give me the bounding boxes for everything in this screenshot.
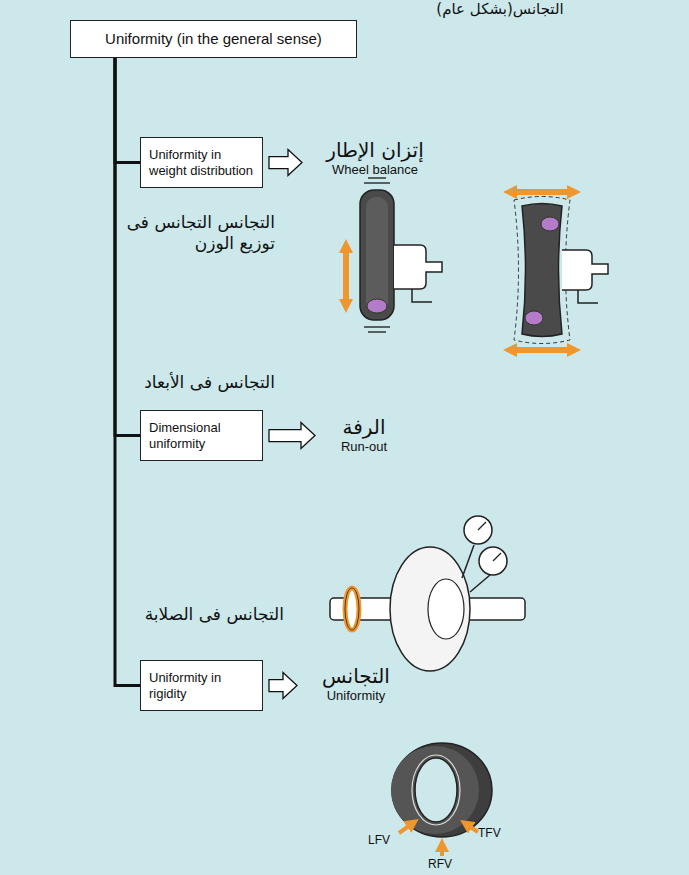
arabic-caption: التجانس فى الصلابة	[122, 604, 284, 625]
dynamic-balance-figure	[510, 192, 608, 350]
diagram-title: التجانس(بشكل عام)	[425, 0, 575, 19]
node-text: Wheel balance	[305, 162, 445, 178]
node-text: Uniformity	[300, 688, 412, 704]
arabic-caption: إتزان الإطار	[305, 138, 445, 162]
arabic-caption: الرفة	[318, 415, 410, 439]
tree-branch	[115, 58, 140, 436]
result-label: الرفةRun-out	[318, 415, 410, 455]
arabic-caption: التجانس	[300, 664, 412, 688]
force-label: LFV	[368, 833, 398, 848]
node-text: Dimensional uniformity	[149, 420, 254, 451]
result-label: إتزان الإطارWheel balance	[305, 138, 445, 178]
node-text: Uniformity in weight distribution	[149, 147, 254, 178]
category-box: Uniformity in weight distribution	[140, 137, 263, 188]
static-balance-figure	[346, 178, 442, 332]
node-text: Uniformity (in the general sense)	[79, 30, 348, 48]
node-text: Run-out	[318, 439, 410, 455]
force-label: RFV	[428, 857, 458, 872]
arabic-caption: التجانس فى الأبعاد	[122, 372, 275, 393]
arabic-caption: التجانس التجانس فى توزيع الوزن	[122, 212, 275, 255]
force-label: TFV	[478, 826, 510, 841]
category-box: Uniformity in rigidity	[140, 660, 263, 711]
runout-gauge-figure	[330, 516, 525, 671]
result-label: التجانسUniformity	[300, 664, 412, 704]
hollow-arrow	[269, 673, 297, 699]
node-text: Uniformity in rigidity	[149, 670, 254, 701]
hollow-arrow	[269, 423, 315, 449]
tree-branch	[115, 58, 140, 163]
uniformity-tire-figure	[391, 743, 492, 856]
root-box: Uniformity (in the general sense)	[70, 20, 357, 58]
category-box: Dimensional uniformity	[140, 410, 263, 461]
tree-branch	[115, 58, 140, 686]
hollow-arrow	[269, 150, 302, 176]
